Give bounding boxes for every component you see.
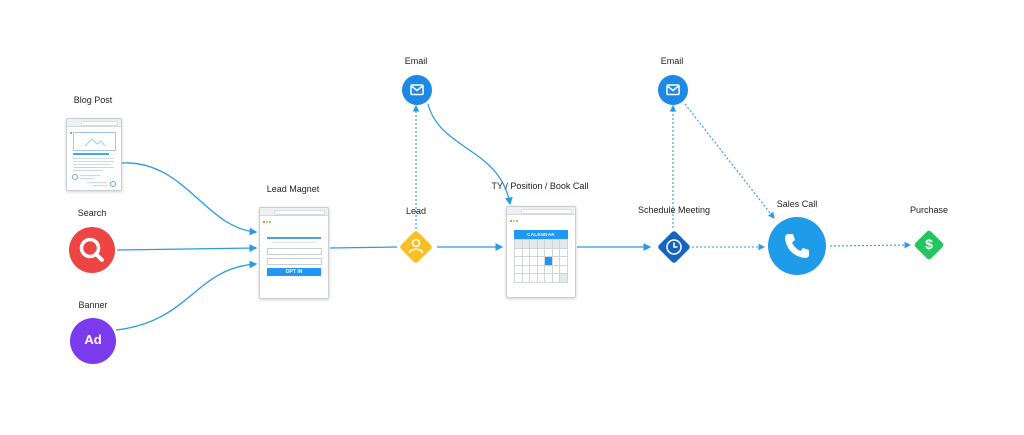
blog-post-page-icon xyxy=(66,118,122,191)
banner-ad-text: Ad xyxy=(84,332,102,347)
opt-in-button[interactable]: OPT IN xyxy=(267,268,321,276)
lead-node xyxy=(396,226,436,268)
author-avatars-icon xyxy=(72,174,116,187)
user-icon xyxy=(400,231,432,263)
edge-lead-magnet-to-lead xyxy=(329,246,398,249)
banner-label: Banner xyxy=(78,300,108,310)
magnifier-icon xyxy=(69,227,115,273)
image-placeholder-icon xyxy=(84,138,106,147)
sales-call-label: Sales Call xyxy=(776,199,818,209)
search-node xyxy=(69,227,115,273)
blog-post-label: Blog Post xyxy=(73,95,113,105)
ty-page-icon: CALENDAR xyxy=(506,206,576,298)
banner-node: Ad xyxy=(70,318,116,364)
email-2-node xyxy=(658,75,688,105)
schedule-meeting-node xyxy=(653,225,695,269)
edge-email-1-to-ty-page xyxy=(427,103,513,206)
edge-blog-to-lead-magnet xyxy=(121,162,258,236)
ty-page-label: TY / Position / Book Call xyxy=(491,181,589,191)
email-1-label: Email xyxy=(404,56,428,66)
sales-call-node xyxy=(768,217,826,275)
dollar-icon xyxy=(914,230,944,260)
purchase-label: Purchase xyxy=(909,205,949,215)
purchase-dollar-sign: $ xyxy=(925,236,933,252)
email-2-label: Email xyxy=(660,56,684,66)
email-1-node xyxy=(402,75,432,105)
lead-magnet-label: Lead Magnet xyxy=(266,184,320,194)
ad-badge-icon xyxy=(70,318,116,364)
lead-label: Lead xyxy=(405,206,427,216)
envelope-icon xyxy=(658,75,688,105)
edge-email-2-to-sales-call xyxy=(684,103,775,219)
lead-magnet-page-icon: OPT IN xyxy=(259,207,329,299)
purchase-node: $ xyxy=(911,226,947,264)
clock-icon xyxy=(658,231,690,263)
envelope-icon xyxy=(402,75,432,105)
phone-icon xyxy=(768,217,826,275)
calendar-grid-icon xyxy=(514,239,568,283)
edge-banner-to-lead-magnet xyxy=(115,260,258,331)
search-label: Search xyxy=(77,208,107,218)
schedule-meeting-label: Schedule Meeting xyxy=(637,205,711,215)
edge-search-to-lead-magnet xyxy=(116,244,258,252)
edge-sales-call-to-purchase xyxy=(829,241,912,249)
calendar-header: CALENDAR xyxy=(514,230,568,239)
